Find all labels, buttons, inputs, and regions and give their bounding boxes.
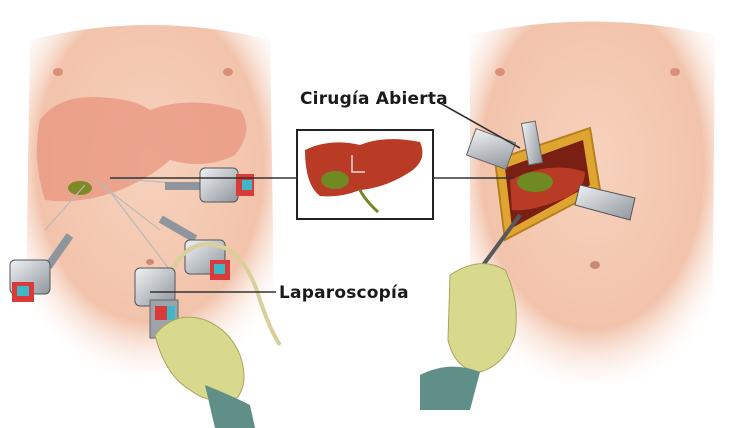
gallbladder-right: [517, 172, 553, 192]
retractors: [465, 120, 636, 221]
camera-cable: [168, 242, 282, 347]
gallbladder-left: [68, 181, 92, 195]
open-incision: [493, 126, 602, 242]
navel-left: [146, 259, 154, 265]
laparoscopy-label: Laparoscopía: [279, 283, 409, 303]
open-surgery-label: Cirugía Abierta: [300, 89, 448, 109]
connector-lines: [110, 102, 521, 293]
right-nipple: [223, 68, 233, 76]
liver-silhouette: [36, 96, 247, 202]
gloved-hand-right: [420, 263, 517, 410]
liver-inset: [296, 129, 434, 220]
left-nipple-right: [495, 68, 505, 76]
left-nipple: [53, 68, 63, 76]
navel-right: [590, 261, 600, 269]
trocar-port-left: [9, 233, 74, 302]
right-nipple-right: [670, 68, 680, 76]
inset-gallbladder: [321, 171, 349, 189]
gloved-hand-left: [154, 316, 255, 428]
bile-duct: [358, 189, 380, 214]
trocar-port-right: [165, 167, 254, 203]
